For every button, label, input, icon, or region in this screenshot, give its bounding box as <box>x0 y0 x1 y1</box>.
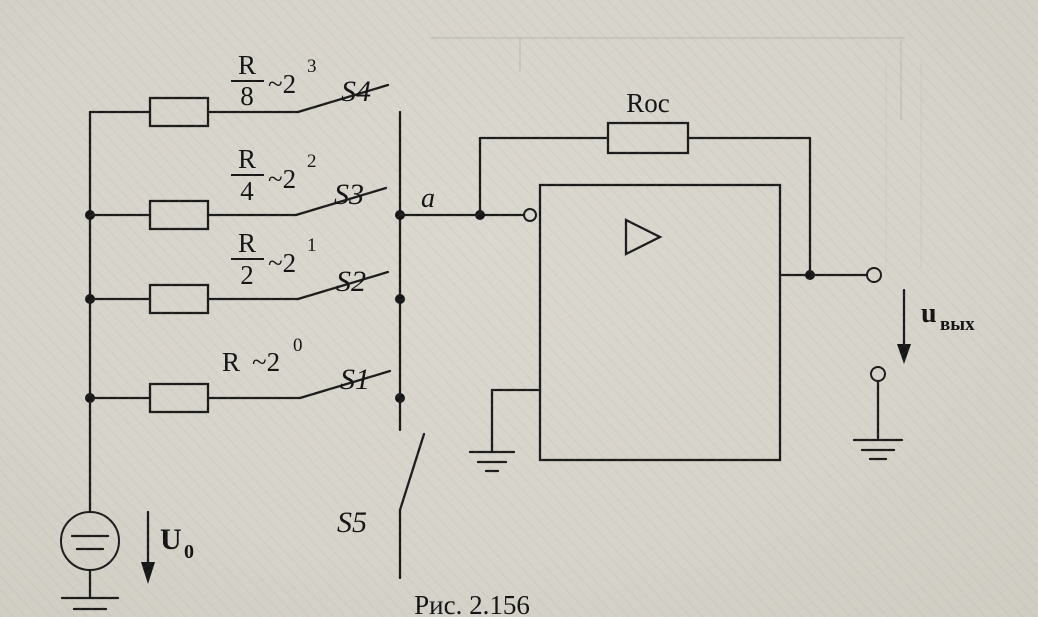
output-terminal-top <box>866 267 882 283</box>
u0-label-subscript: 0 <box>184 541 194 563</box>
switch-s2-blade <box>296 270 390 301</box>
ground-symbol <box>852 438 904 461</box>
resistor-roc <box>606 121 690 155</box>
uout-label-subscript: вых <box>940 314 975 335</box>
resistor-r8 <box>148 96 210 128</box>
junction-dot <box>395 393 405 403</box>
fraction-denominator: 2 <box>240 260 254 290</box>
output-junction-dot <box>805 270 815 280</box>
u0-annotation: U 0 <box>141 510 194 584</box>
amplifier-triangle-icon <box>624 218 663 256</box>
source-circle <box>60 511 120 571</box>
branch-2pow3: R 8 ~2 3 S4 <box>88 50 390 128</box>
output-network: u вых <box>778 267 975 461</box>
u0-label: U <box>160 523 182 556</box>
weight-base: ~2 <box>268 164 296 194</box>
resistor-r <box>148 382 210 414</box>
branch-2pow2: R 4 ~2 2 S3 <box>88 144 388 231</box>
fraction-denominator: 8 <box>240 81 254 111</box>
output-terminal-bottom <box>870 366 886 382</box>
fraction-numerator: R <box>238 50 256 80</box>
weight-base: ~2 <box>268 69 296 99</box>
switch-s1-label: S1 <box>340 363 370 396</box>
weight-exponent: 0 <box>293 335 303 356</box>
fraction-numerator: R <box>238 144 256 174</box>
weight-base: ~2 <box>268 248 296 278</box>
down-arrow-icon <box>141 562 155 584</box>
weight-exponent: 2 <box>307 151 317 172</box>
switch-s3-label: S3 <box>334 178 364 211</box>
switch-s5-blade <box>398 432 426 512</box>
switch-s4-blade <box>296 83 390 114</box>
voltage-source <box>60 511 120 611</box>
figure-caption: Рис. 2.156 <box>414 590 530 617</box>
junction-dot <box>395 294 405 304</box>
switch-s2-label: S2 <box>336 265 366 298</box>
resistor-label: R <box>222 347 240 377</box>
feedback-network: Roc <box>478 88 812 277</box>
node-a-label: a <box>421 183 435 214</box>
input-bus <box>85 110 95 514</box>
weight-base: ~2 <box>252 347 280 377</box>
switch-s4-label: S4 <box>341 75 371 108</box>
switch-s5-label: S5 <box>337 506 367 539</box>
weight-exponent: 3 <box>307 56 317 77</box>
resistor-r4 <box>148 199 210 231</box>
scan-artifacts <box>430 37 922 268</box>
summing-bus: a <box>395 110 526 432</box>
resistor-r2 <box>148 283 210 315</box>
switch-s1-blade <box>298 369 392 400</box>
switch-s5: S5 <box>337 432 426 580</box>
fraction-denominator: 4 <box>240 176 254 206</box>
inverting-input-terminal <box>523 208 537 222</box>
branch-2pow1: R 2 ~2 1 S2 <box>88 228 390 315</box>
switch-s3-blade <box>294 186 388 217</box>
branch-2pow0: R ~2 0 S1 <box>88 335 392 414</box>
fraction-numerator: R <box>238 228 256 258</box>
op-amp-body <box>538 183 782 462</box>
uout-label: u <box>921 298 937 329</box>
down-arrow-icon <box>897 344 911 364</box>
weight-exponent: 1 <box>307 235 317 256</box>
ground-symbol <box>468 450 516 473</box>
roc-label: Roc <box>626 88 670 118</box>
op-amp <box>468 183 782 473</box>
